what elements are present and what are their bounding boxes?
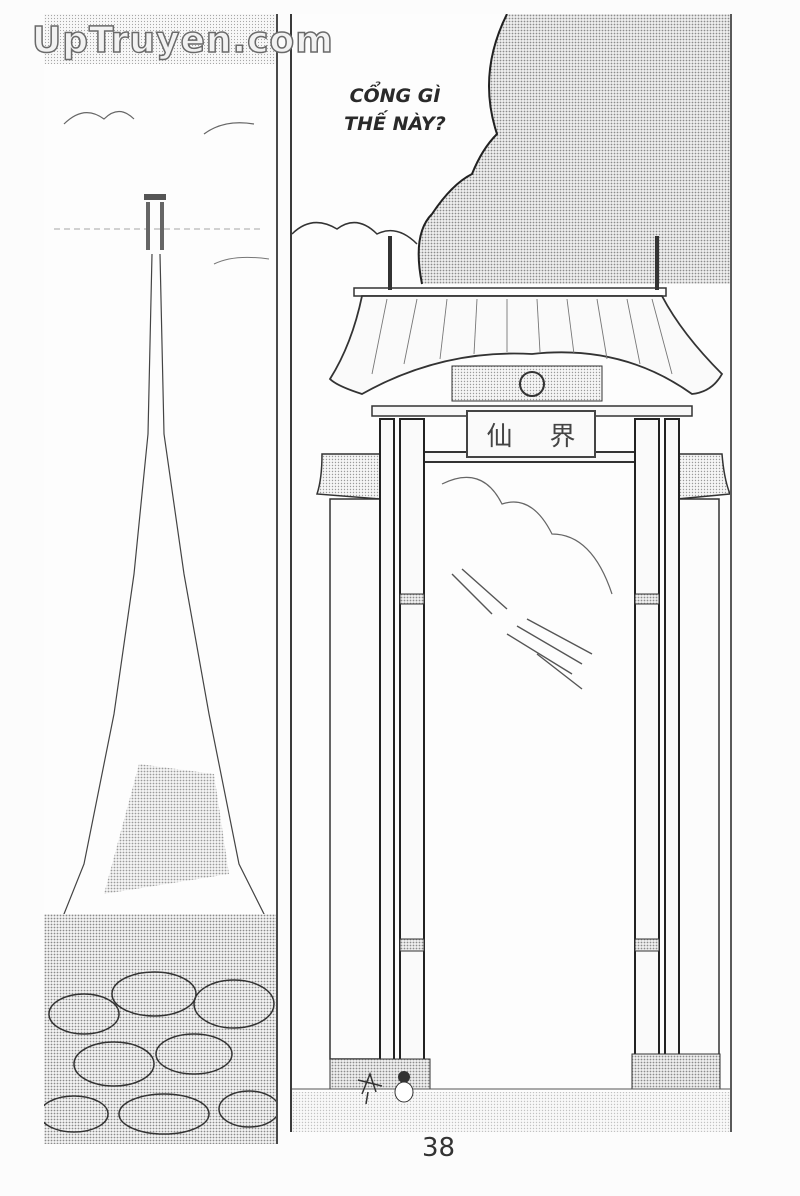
gate-illustration	[292, 14, 730, 1132]
speech-bubble: CỔNG GÌ THẾ NÀY?	[330, 82, 460, 138]
panel-right	[290, 14, 732, 1132]
plaque-char-1: 仙	[486, 421, 513, 452]
page-number: 38	[422, 1133, 456, 1163]
gate-plaque: 仙 界	[466, 410, 596, 458]
speech-line-2: THẾ NÀY?	[344, 113, 446, 135]
panel-left	[44, 14, 278, 1144]
watermark: UpTruyen.com	[31, 19, 334, 62]
speech-line-1: CỔNG GÌ	[349, 85, 441, 107]
distant-gate-illustration	[44, 14, 276, 1144]
plaque-char-2: 界	[549, 421, 576, 452]
